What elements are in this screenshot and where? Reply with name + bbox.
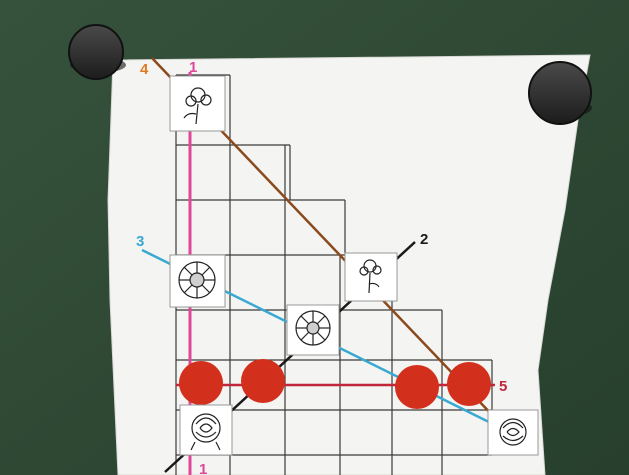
card-daffodil-top xyxy=(170,76,225,131)
line-5-label: 5 xyxy=(499,378,507,395)
daisy-icon xyxy=(179,262,215,298)
card-daisy-middle xyxy=(287,305,339,355)
red-dot xyxy=(395,365,439,409)
daisy-icon xyxy=(296,311,330,345)
red-dot xyxy=(447,362,491,406)
line-4-label: 4 xyxy=(140,61,149,78)
red-dot xyxy=(241,359,285,403)
magnet-right xyxy=(529,62,592,124)
card-rose-right xyxy=(488,410,538,455)
card-daffodil-right xyxy=(345,253,397,301)
line-3-label: 3 xyxy=(136,233,144,250)
line-2-label: 2 xyxy=(420,231,428,248)
line-1-label-top: 1 xyxy=(189,59,197,76)
red-dot xyxy=(179,361,223,405)
line-1-label-bottom: 1 xyxy=(199,461,207,475)
card-daisy-left xyxy=(170,255,225,307)
card-rose-left xyxy=(180,405,232,455)
